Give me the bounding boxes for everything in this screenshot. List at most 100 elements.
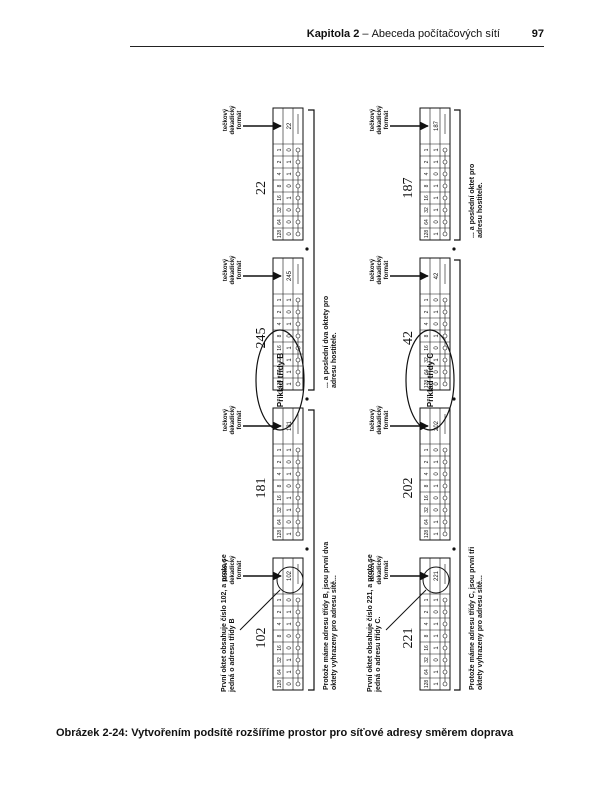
bit-weight: 8: [277, 334, 283, 337]
bit-value: 0: [287, 148, 293, 152]
bit-weight: 4: [424, 622, 430, 625]
bit-weight: 1: [277, 298, 283, 301]
bit-weight: 16: [277, 495, 283, 501]
bit-value: 1: [287, 346, 293, 350]
page-header: Kapitola 2 – Abeceda počítačových sítí 9…: [130, 26, 544, 47]
dotted-decimal-label: dekadický: [377, 405, 383, 435]
bit-weight: 128: [424, 380, 430, 389]
chapter-title: Abeceda počítačových sítí: [371, 28, 500, 40]
octet-frame: [272, 407, 304, 541]
bit-value: 0: [434, 346, 440, 350]
bit-value: 1: [434, 184, 440, 188]
bit-value: 1: [287, 448, 293, 452]
octet-dot: [305, 547, 309, 551]
dotted-decimal-label: dekadický: [377, 105, 383, 135]
octet-result: 187: [434, 120, 440, 131]
dotted-decimal-label: tečkový: [223, 258, 229, 281]
bit-weight: 1: [277, 598, 283, 601]
bit-weight: 2: [277, 160, 283, 163]
bit-weight: 64: [424, 369, 430, 375]
bit-weight: 1: [424, 148, 430, 151]
octet-result: 221: [434, 570, 440, 581]
bit-value: 0: [434, 472, 440, 476]
bit-weight: 64: [277, 519, 283, 525]
bit-value: 0: [434, 172, 440, 176]
bit-weight: 4: [424, 322, 430, 325]
bit-weight: 2: [424, 160, 430, 163]
bit-weight: 32: [277, 207, 283, 213]
bit-weight: 32: [424, 657, 430, 663]
dotted-decimal-label: dekadický: [377, 555, 383, 585]
bit-weight: 128: [424, 230, 430, 239]
bit-value: 1: [434, 208, 440, 212]
bit-value: 0: [287, 460, 293, 464]
dotted-decimal-label: formát: [384, 111, 390, 130]
bit-node: [295, 309, 301, 315]
bit-node: [295, 381, 301, 387]
bit-value: 1: [287, 532, 293, 536]
bit-node: [442, 357, 448, 363]
octet-result: 102: [287, 570, 293, 581]
bit-value: 1: [434, 622, 440, 626]
bit-node: [442, 309, 448, 315]
bit-node: [442, 621, 448, 627]
bit-weight: 2: [277, 610, 283, 613]
class-c-title: Příklad třídy C: [426, 353, 435, 407]
bit-weight: 2: [424, 310, 430, 313]
bit-weight: 1: [424, 598, 430, 601]
bit-node: [442, 369, 448, 375]
octet-frame: [419, 557, 451, 691]
octet-frame: [272, 257, 304, 391]
bit-weight: 16: [277, 195, 283, 201]
bit-weight: 4: [277, 472, 283, 475]
dotted-decimal-label: dekadický: [230, 105, 236, 135]
dotted-decimal-label: formát: [384, 261, 390, 280]
dotted-decimal-label: tečkový: [223, 408, 229, 431]
bit-node: [442, 645, 448, 651]
class-b-first-octet-note: První oktet obsahuje číslo 102, a proto …: [221, 554, 228, 692]
bit-weight: 32: [424, 507, 430, 513]
host-bracket: [308, 109, 315, 391]
bit-value: 0: [287, 220, 293, 224]
bit-value: 1: [287, 658, 293, 662]
bit-weight: 2: [277, 460, 283, 463]
bit-node: [295, 369, 301, 375]
callout-line: [239, 589, 281, 631]
host-bracket: [454, 109, 461, 241]
bit-value: 1: [287, 382, 293, 386]
bit-node: [295, 297, 301, 303]
bit-value: 1: [434, 334, 440, 338]
octet-dot: [452, 247, 456, 251]
bit-weight: 16: [424, 495, 430, 501]
bit-node: [442, 609, 448, 615]
bit-weight: 8: [424, 184, 430, 187]
bit-value: 0: [287, 646, 293, 650]
bit-value: 0: [434, 658, 440, 662]
bit-value: 1: [287, 670, 293, 674]
bit-value: 0: [287, 682, 293, 686]
bit-weight: 16: [277, 645, 283, 651]
class-b-network-note: Protože máme adresu třídy B, jsou první …: [323, 542, 330, 690]
bit-node: [295, 147, 301, 153]
network-bracket: [454, 259, 461, 691]
bit-value: 1: [434, 460, 440, 464]
bit-value: 1: [434, 160, 440, 164]
bit-node: [442, 597, 448, 603]
bit-node: [442, 531, 448, 537]
bit-node: [442, 297, 448, 303]
class-b-ellipse: [255, 329, 305, 431]
octet-frame: [419, 407, 451, 541]
bit-weight: 32: [424, 207, 430, 213]
bit-node: [295, 207, 301, 213]
bit-weight: 8: [277, 184, 283, 187]
octet-frame: [272, 107, 304, 241]
bit-node: [295, 495, 301, 501]
bit-node: [295, 531, 301, 537]
bit-value: 0: [434, 298, 440, 302]
bit-value: 1: [434, 646, 440, 650]
bit-weight: 1: [424, 448, 430, 451]
dotted-decimal-label: tečkový: [223, 558, 229, 581]
